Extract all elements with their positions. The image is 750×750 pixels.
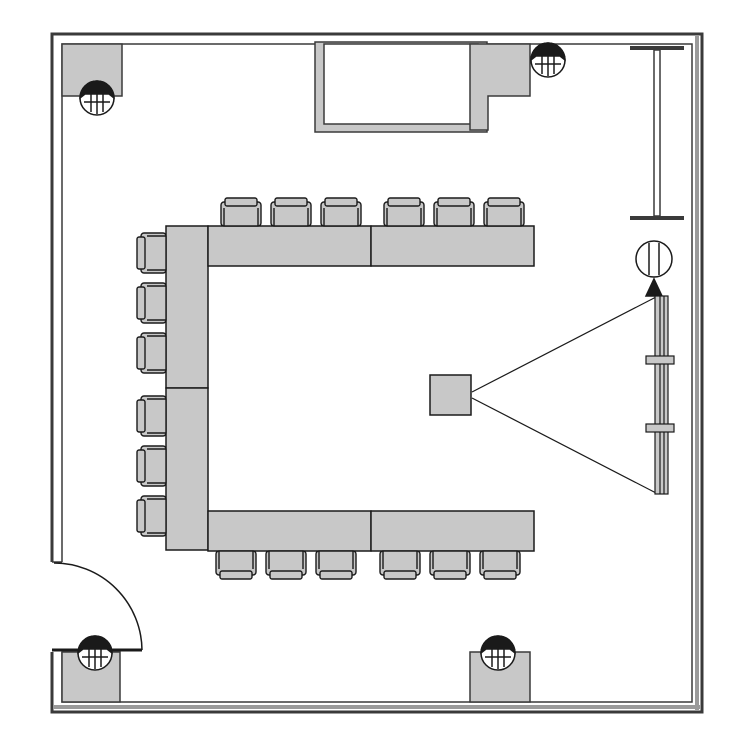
table-segment	[370, 510, 535, 552]
table-segment	[207, 510, 372, 552]
table-segment	[370, 225, 535, 267]
chair	[136, 282, 167, 324]
wall-piers	[61, 43, 531, 703]
chairs-top	[220, 197, 525, 227]
chairs-bottom	[215, 550, 521, 580]
chair	[136, 445, 167, 487]
chair	[136, 495, 167, 537]
chair	[479, 550, 521, 580]
chair	[136, 332, 167, 374]
projection-screen	[645, 295, 675, 495]
conference-table	[165, 225, 535, 552]
chair	[429, 550, 471, 580]
chair	[265, 550, 307, 580]
column-light-icon	[480, 635, 516, 671]
column-lights	[77, 42, 566, 671]
whiteboard-stand	[630, 46, 684, 220]
column-light-icon	[530, 42, 566, 78]
chair	[379, 550, 421, 580]
projector-icon	[429, 374, 472, 416]
table-segment	[207, 225, 372, 267]
column-light-icon	[79, 80, 115, 116]
chair	[320, 197, 362, 227]
ceiling-fixture-icon	[635, 240, 673, 297]
chair	[136, 232, 167, 274]
chair	[315, 550, 357, 580]
chairs-left	[136, 232, 167, 537]
chair	[270, 197, 312, 227]
chair	[220, 197, 262, 227]
column-light-icon	[77, 635, 113, 671]
chair	[136, 395, 167, 437]
chair	[483, 197, 525, 227]
projection-beam	[471, 295, 659, 495]
window-bay	[314, 41, 488, 133]
chair	[215, 550, 257, 580]
chair	[383, 197, 425, 227]
table-segment	[165, 387, 209, 551]
table-segment	[165, 225, 209, 389]
chair	[433, 197, 475, 227]
